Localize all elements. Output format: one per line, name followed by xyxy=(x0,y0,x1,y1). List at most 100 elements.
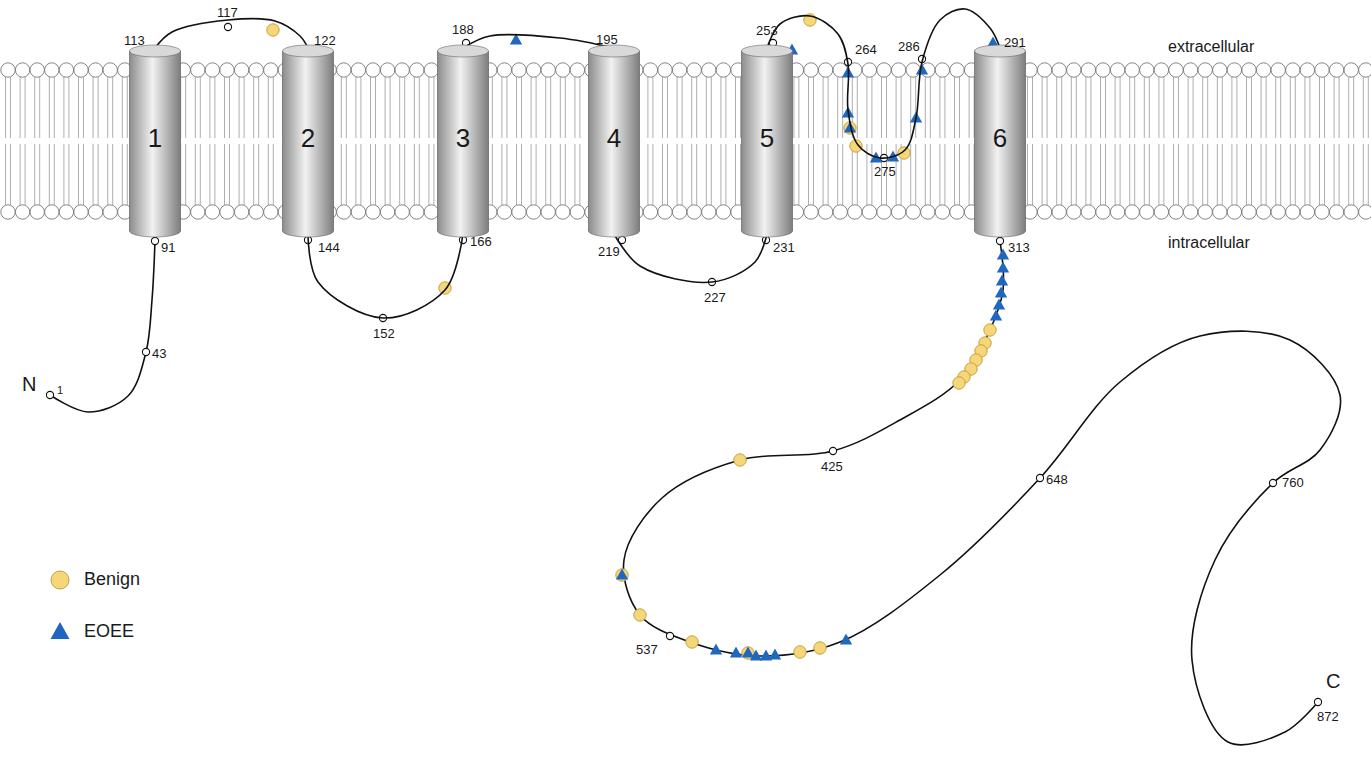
lipid-head xyxy=(672,63,686,77)
residue-number: 1 xyxy=(57,384,63,396)
lipid-head xyxy=(1154,205,1168,219)
lipid-tail xyxy=(1061,77,1062,138)
helix-cylinder: 3 xyxy=(437,44,489,238)
lipid-tail xyxy=(375,144,376,205)
lipid-head xyxy=(906,205,920,219)
residue-number: 144 xyxy=(318,241,340,255)
lipid-tail xyxy=(1280,77,1281,138)
lipid-tail xyxy=(574,77,575,138)
lipid-tail xyxy=(244,77,245,138)
lipid-head xyxy=(950,63,964,77)
lipid-tail xyxy=(341,77,342,138)
lipid-tail xyxy=(68,144,69,205)
lipid-tail xyxy=(404,144,405,205)
lipid-head xyxy=(191,63,205,77)
lipid-tail xyxy=(837,77,838,138)
lipid-tail xyxy=(1207,144,1208,205)
lipid-tail xyxy=(521,144,522,205)
lipid-tail xyxy=(652,144,653,205)
lipid-head xyxy=(950,205,964,219)
helix-number: 3 xyxy=(456,125,470,151)
lipid-tail xyxy=(842,144,843,205)
lipid-tail xyxy=(209,77,210,138)
region-label: intracellular xyxy=(1168,234,1250,252)
lipid-tail xyxy=(842,77,843,138)
lipid-tail xyxy=(1158,77,1159,138)
lipid-tail xyxy=(925,144,926,205)
lipid-tail xyxy=(346,144,347,205)
loop-connector xyxy=(308,234,463,318)
position-marker xyxy=(1036,474,1043,481)
residue-number: 91 xyxy=(161,241,175,255)
lipid-head xyxy=(1,63,15,77)
lipid-tail xyxy=(531,144,532,205)
lipid-tail xyxy=(1115,77,1116,138)
lipid-head xyxy=(1242,205,1256,219)
lipid-tail xyxy=(1309,144,1310,205)
position-marker xyxy=(1269,479,1276,486)
lipid-tail xyxy=(1090,77,1091,138)
lipid-tail xyxy=(492,144,493,205)
legend-swatch xyxy=(51,571,69,589)
eoee-variant xyxy=(742,647,754,658)
lipid-head xyxy=(1067,205,1081,219)
lipid-head xyxy=(74,205,88,219)
lipid-head xyxy=(264,63,278,77)
lipid-head xyxy=(337,205,351,219)
lipid-tail xyxy=(1173,144,1174,205)
position-marker xyxy=(666,632,673,639)
lipid-tail xyxy=(1105,77,1106,138)
lipid-tail xyxy=(954,144,955,205)
lipid-tail xyxy=(1246,77,1247,138)
lipid-tail xyxy=(1363,77,1364,138)
lipid-head xyxy=(59,63,73,77)
terminal-tail xyxy=(50,241,155,412)
lipid-head xyxy=(424,205,438,219)
loop-connector xyxy=(155,19,308,48)
lipid-head xyxy=(848,205,862,219)
lipid-tail xyxy=(214,77,215,138)
lipid-tail xyxy=(793,77,794,138)
position-marker xyxy=(829,447,836,454)
lipid-tail xyxy=(531,77,532,138)
lipid-tail xyxy=(1042,77,1043,138)
residue-number: 286 xyxy=(898,40,920,54)
lipid-tail xyxy=(1193,144,1194,205)
lipid-tail xyxy=(229,144,230,205)
lipid-tail xyxy=(545,144,546,205)
lipid-head xyxy=(556,63,570,77)
lipid-tail xyxy=(1120,77,1121,138)
lipid-tail xyxy=(682,144,683,205)
lipid-tail xyxy=(428,77,429,138)
lipid-head xyxy=(424,63,438,77)
lipid-head xyxy=(526,63,540,77)
lipid-head xyxy=(862,205,876,219)
lipid-tail xyxy=(969,144,970,205)
lipid-tail xyxy=(1207,77,1208,138)
lipid-head xyxy=(556,205,570,219)
lipid-tail xyxy=(63,77,64,138)
lipid-tail xyxy=(268,77,269,138)
lipid-tail xyxy=(886,77,887,138)
lipid-head xyxy=(1052,63,1066,77)
eoee-variant xyxy=(769,649,781,660)
lipid-tail xyxy=(127,77,128,138)
lipid-tail xyxy=(696,77,697,138)
lipid-tail xyxy=(550,144,551,205)
lipid-tail xyxy=(808,144,809,205)
lipid-tail xyxy=(501,144,502,205)
residue-number: 264 xyxy=(855,43,877,57)
lipid-tail xyxy=(1236,144,1237,205)
lipid-head xyxy=(804,63,818,77)
residue-number: 166 xyxy=(470,235,492,249)
lipid-tail xyxy=(735,77,736,138)
lipid-tail xyxy=(1149,77,1150,138)
lipid-tail xyxy=(83,144,84,205)
lipid-tail xyxy=(1295,144,1296,205)
benign-variant xyxy=(794,646,806,658)
lipid-tail xyxy=(1061,144,1062,205)
lipid-tail xyxy=(1115,144,1116,205)
helix-number: 5 xyxy=(760,125,774,151)
